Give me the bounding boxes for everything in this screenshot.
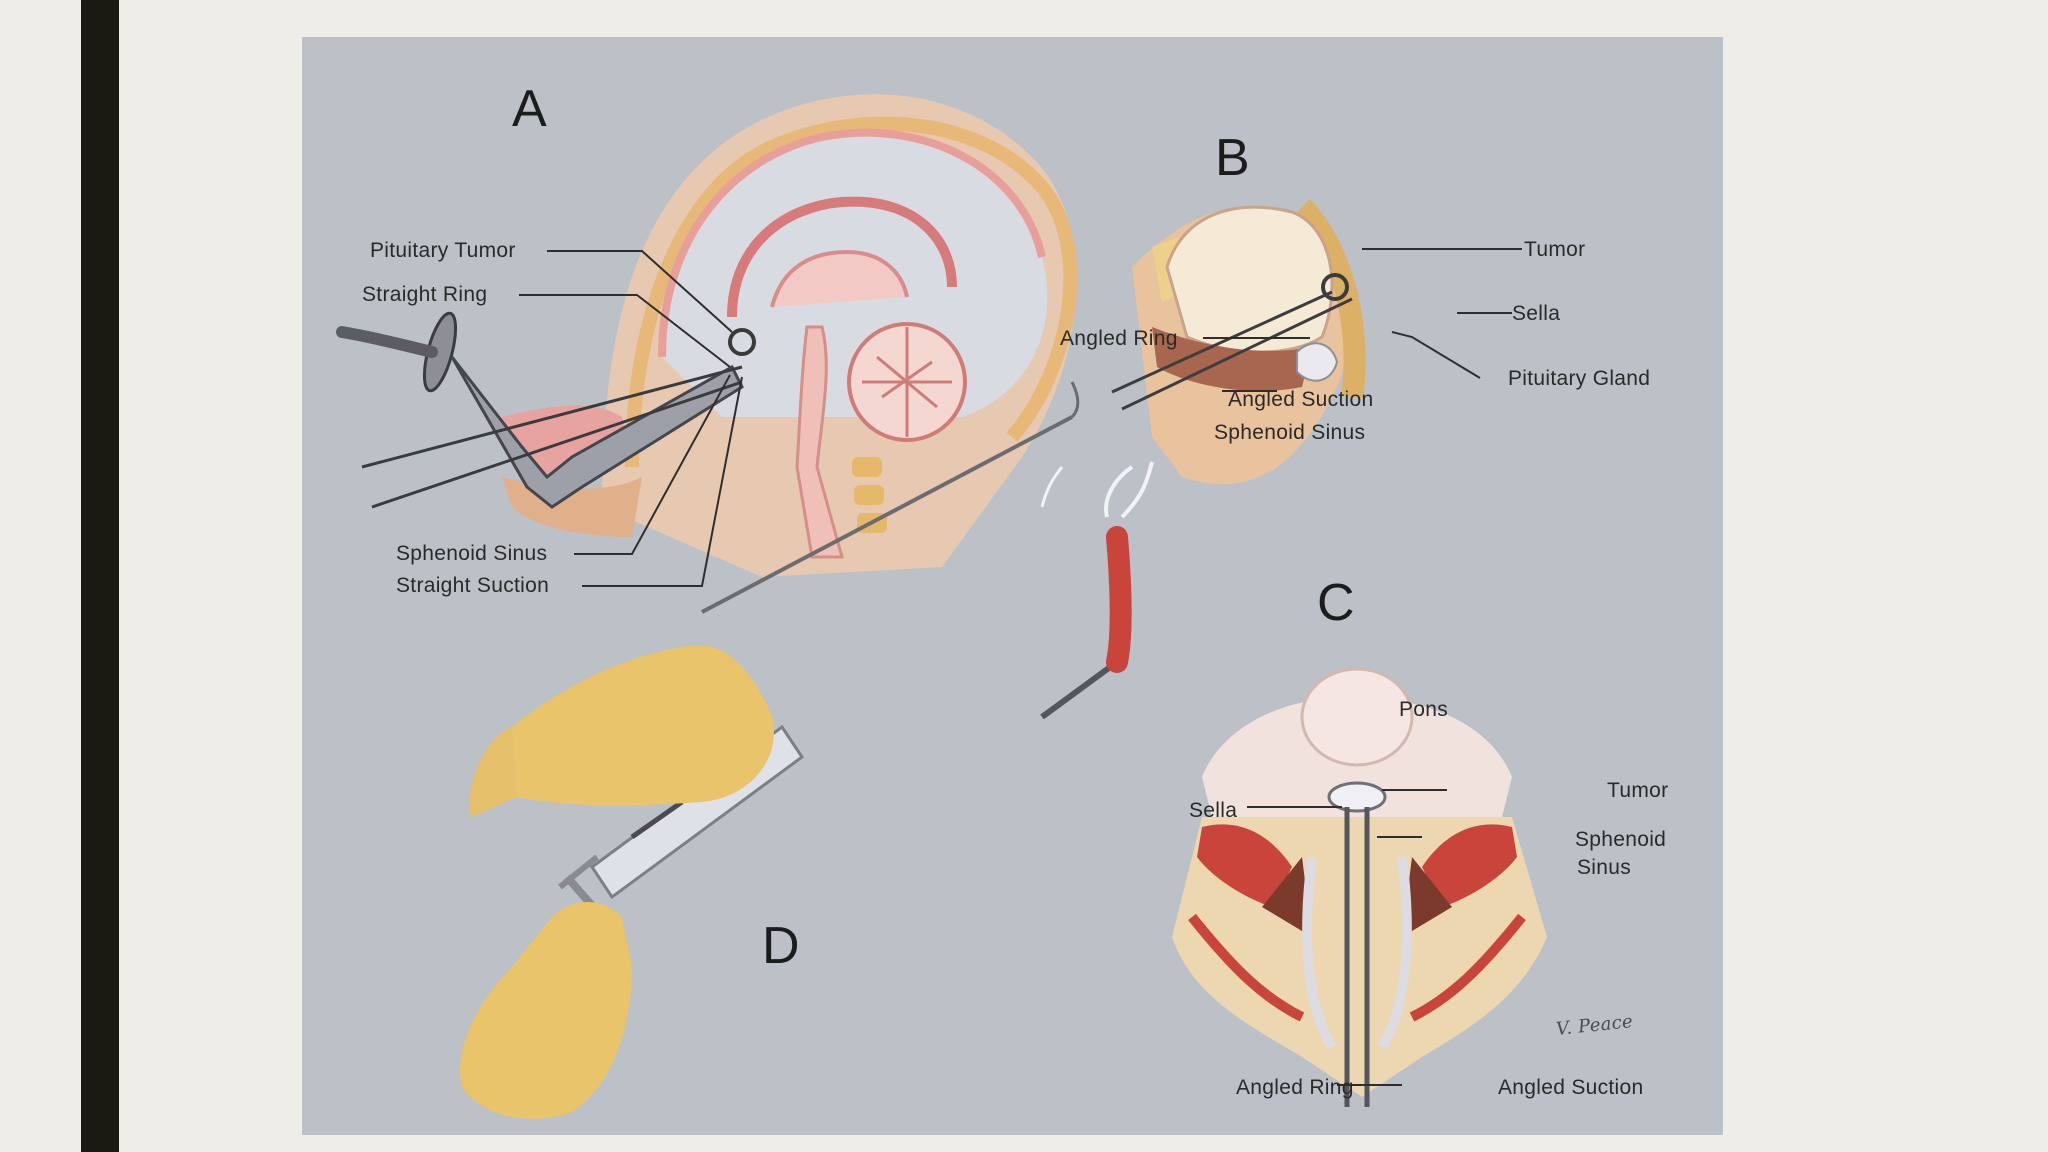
label-c-tumor: Tumor xyxy=(1607,779,1669,802)
panel-b-sella-detail xyxy=(1111,199,1366,485)
surgical-illustration: A B C D Pituitary Tumor Straight Ring Sp… xyxy=(302,37,1723,1135)
panel-a-head-section xyxy=(501,94,1078,577)
panel-label-c: C xyxy=(1317,574,1355,632)
label-b-sella: Sella xyxy=(1512,302,1561,325)
label-b-angled-suction: Angled Suction xyxy=(1228,388,1374,411)
label-c-angled-suction: Angled Suction xyxy=(1498,1076,1644,1099)
panel-d-angled-tip xyxy=(1040,461,1154,720)
label-c-angled-ring: Angled Ring xyxy=(1236,1076,1354,1099)
label-b-pituitary-gland: Pituitary Gland xyxy=(1508,367,1651,390)
label-a-pituitary-tumor: Pituitary Tumor xyxy=(370,239,516,262)
panel-a-speculum xyxy=(336,311,756,509)
label-c-sphenoid: Sphenoid xyxy=(1575,828,1667,851)
label-a-straight-suction: Straight Suction xyxy=(396,574,550,597)
panel-label-a: A xyxy=(512,80,547,138)
panel-label-b: B xyxy=(1215,129,1250,187)
panel-d-upper-hand xyxy=(469,645,774,817)
label-a-sphenoid-sinus: Sphenoid Sinus xyxy=(396,542,548,565)
label-c-sinus: Sinus xyxy=(1577,856,1632,879)
slide-side-bar xyxy=(81,0,119,1152)
illustration-drawing xyxy=(336,94,1547,1119)
label-c-pons: Pons xyxy=(1399,698,1449,721)
panel-c-coronal-section xyxy=(1172,667,1547,1107)
label-b-tumor: Tumor xyxy=(1524,238,1586,261)
panel-a-leader-lines xyxy=(519,250,743,587)
label-b-angled-ring: Angled Ring xyxy=(1060,327,1178,350)
label-b-sphenoid-sinus: Sphenoid Sinus xyxy=(1214,421,1366,444)
panel-c-leader-lines xyxy=(1247,789,1447,1086)
panel-d-lower-hand xyxy=(460,902,632,1119)
label-c-sella: Sella xyxy=(1189,799,1238,822)
panel-label-d: D xyxy=(762,917,800,975)
label-a-straight-ring: Straight Ring xyxy=(362,283,488,306)
panel-b-leader-lines xyxy=(1203,248,1522,392)
